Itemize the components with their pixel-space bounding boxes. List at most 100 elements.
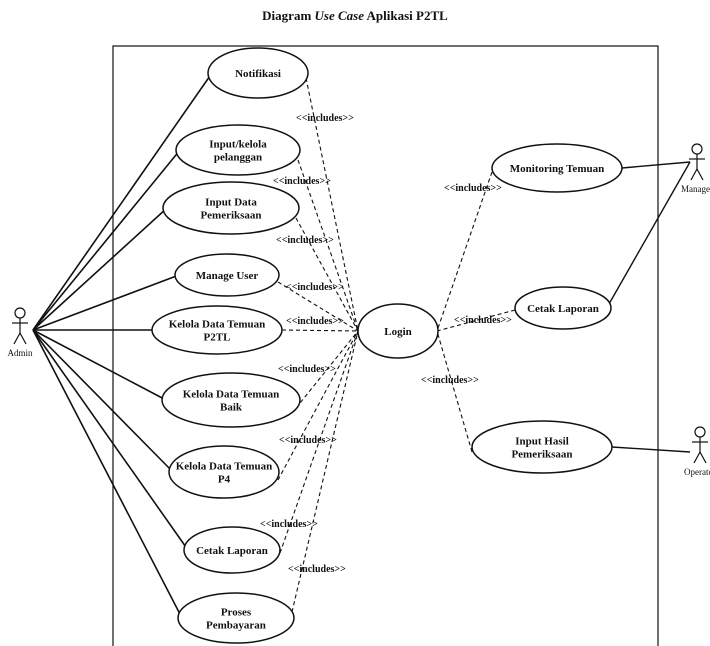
use-case-ellipse [471,420,613,474]
actor-operator: Operator [684,426,710,477]
use-case-label: Input/kelola [209,139,267,151]
admin-to-input-kelola-pelanggan-line [32,149,181,331]
use-case-label: P4 [218,474,231,486]
input-kelola-pelanggan-include-line [297,159,359,332]
use-case-manage-user: Manage User [174,253,280,297]
use-case-label: Pemeriksaan [511,449,572,461]
includes-label: <<includes>> [273,176,331,187]
includes-label: <<includes>> [279,435,337,446]
use-case-ellipse [161,372,301,428]
use-case-ellipse [183,526,281,574]
includes-label: <<includes>> [260,519,318,530]
use-case-ellipse [151,305,283,355]
kelola-temuan-baik-include-line [295,330,359,409]
use-case-ellipse [162,181,300,235]
proses-pembayaran-include-line [291,330,359,613]
use-case-label: Input Hasil [515,436,569,448]
admin-to-cetak-laporan-admin-line [32,329,189,551]
use-case-label: Baik [220,402,243,414]
admin-to-kelola-temuan-baik-line [32,329,167,401]
use-case-notifikasi: Notifikasi [207,47,309,99]
use-case-label: Kelola Data Temuan [169,319,266,331]
includes-label: <<includes>> [286,316,344,327]
includes-label: <<includes>> [288,564,346,575]
use-case-label: Cetak Laporan [527,303,599,315]
actor-admin: Admin [7,307,33,358]
use-case-ellipse [177,592,295,644]
use-case-monitoring-temuan: Monitoring Temuan [491,143,623,193]
use-case-label: P2TL [204,332,231,344]
operator-to-input-hasil-pemeriksaan-line [611,446,691,453]
actor-label: Admin [7,348,33,358]
stick-figure-icon [12,307,28,345]
includes-label: <<includes>> [296,113,354,124]
stick-figure-icon [692,426,708,464]
admin-to-notifikasi-line [32,72,213,331]
use-case-ellipse [175,124,301,176]
actors: Admin ManagerOperator [7,143,710,477]
title-suffix: Aplikasi P2TL [364,8,448,23]
use-case-label: Kelola Data Temuan [183,389,280,401]
use-case-ellipse [168,445,280,499]
use-case-label: Login [384,326,412,338]
admin-to-input-data-pemeriksaan-line [32,207,168,331]
use-case-label: Notifikasi [235,68,281,80]
input-hasil-pemeriksaan-include-line [436,330,473,453]
includes-label: <<includes>> [454,315,512,326]
includes-label: <<includes>> [421,375,479,386]
association-lines [32,72,691,619]
use-case-ellipse [491,143,623,193]
includes-label: <<includes>> [444,183,502,194]
include-labels: <<includes>> <<includes>> <<includes>> <<in… [260,113,512,575]
use-case-ellipse [207,47,309,99]
stick-figure-icon [689,143,705,181]
title-italic: Use Case [314,8,364,23]
system-boundary [112,45,659,646]
use-case-label: Proses [221,607,252,619]
use-case-ellipse [514,286,612,330]
use-case-cetak-laporan-manager: Cetak Laporan [514,286,612,330]
kelola-temuan-p4-include-line [277,330,359,481]
manager-to-cetak-laporan-manager-line [608,161,691,305]
use-case-label: Kelola Data Temuan [176,461,273,473]
actor-manager: Manager [681,143,710,194]
admin-to-proses-pembayaran-line [32,329,183,619]
use-case-login: Login [357,303,439,359]
use-case-ellipse [357,303,439,359]
use-case-label: Manage User [196,270,259,282]
includes-label: <<includes>> [278,364,336,375]
use-case-label: Monitoring Temuan [510,163,604,175]
includes-label: <<includes>> [286,282,344,293]
manage-user-include-line [277,281,359,332]
use-case-label: Cetak Laporan [196,545,268,557]
actor-label: Manager [681,184,710,194]
monitoring-temuan-include-line [436,171,493,332]
includes-label: <<includes>> [276,235,334,246]
kelola-temuan-p2tl-include-line [281,329,359,332]
admin-to-kelola-temuan-p4-line [32,329,174,473]
use-case-label: Input Data [205,197,257,209]
use-case-label: Pemeriksaan [200,210,261,222]
include-lines [277,77,516,613]
use-case-ellipse [174,253,280,297]
diagram-title: Diagram Use Case Aplikasi P2TL [0,8,710,24]
admin-to-manage-user-line [32,274,180,331]
input-data-pemeriksaan-include-line [295,217,359,332]
manager-to-monitoring-temuan-line [621,161,691,169]
notifikasi-include-line [305,77,359,332]
use-case-cetak-laporan-admin: Cetak Laporan [183,526,281,574]
actor-label: Operator [684,467,710,477]
cetak-laporan-admin-include-line [279,330,359,554]
use-case-label: Pembayaran [206,620,266,632]
use-case-label: pelanggan [214,152,262,164]
title-prefix: Diagram [262,8,315,23]
